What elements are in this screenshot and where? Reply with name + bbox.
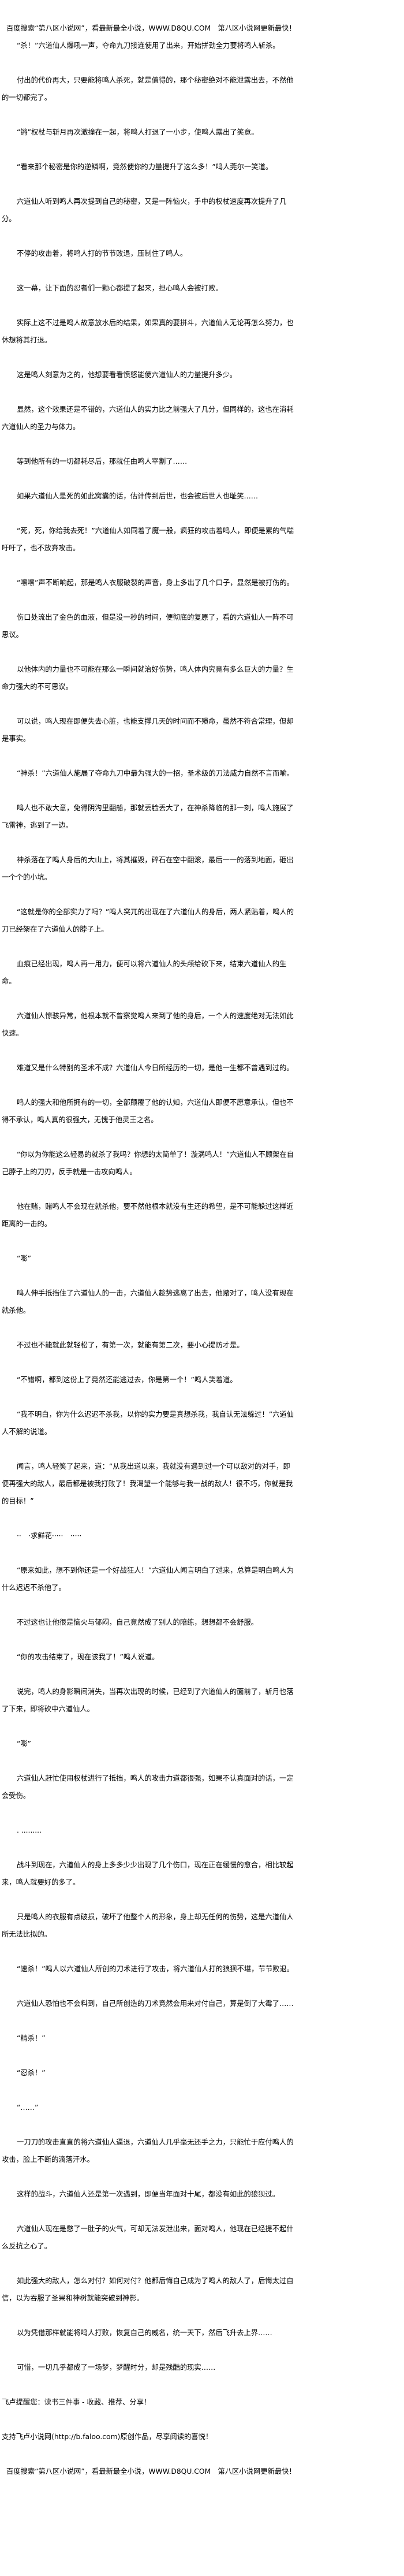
story-paragraph: 显然，这个效果还是不错的，六道仙人的实力比之前强大了几分，但同样的，这也在消耗六… bbox=[2, 405, 294, 431]
story-paragraph: 等到他所有的一切都耗尽后，那就任由鸣人宰割了…… bbox=[17, 457, 188, 466]
story-paragraph: 六道仙人惊骇异常，他根本就不曾察觉鸣人来到了他的身后，一个人的速度绝对无法如此快… bbox=[2, 1012, 294, 1037]
story-paragraph: “锵”权杖与斩月再次激撞在一起，将鸣人打退了一小步，使鸣人露出了笑意。 bbox=[17, 128, 259, 136]
story-paragraph: “不错啊，都到这份上了竟然还能逃过去，你是第一个！”鸣人笑着道。 bbox=[17, 1376, 237, 1384]
story-paragraph: “你的攻击结束了，现在该我了！”鸣人说道。 bbox=[17, 1653, 159, 1661]
story-paragraph: 如此强大的敌人，怎么对付？如何对付？他都后悔自己成为了鸣人的敌人了，后悔太过自信… bbox=[2, 2277, 294, 2302]
story-paragraph: “看来那个秘密是你的逆鳞啊，竟然使你的力量提升了这么多！”鸣人莞尔一笑道。 bbox=[17, 163, 273, 171]
chapter-page: 百度搜索“第八区小说网”，看最新最全小说，WWW.D8QU.COM 第八区小说网… bbox=[2, 20, 296, 2480]
site-banner-top: 百度搜索“第八区小说网”，看最新最全小说，WWW.D8QU.COM 第八区小说网… bbox=[6, 24, 296, 32]
story-paragraph: 可以说，鸣人现在即便失去心脏，也能支撑几天的时间而不殒命，虽然不符合常理，但却是… bbox=[2, 717, 294, 743]
site-banner-bottom: 百度搜索“第八区小说网”，看最新最全小说，WWW.D8QU.COM 第八区小说网… bbox=[6, 2467, 296, 2476]
story-paragraph: “嘭” bbox=[17, 1740, 32, 1748]
story-paragraph: “神杀！”六道仙人施展了夺命九刀中最为强大的一招，圣术级的刀法威力自然不言而喻。 bbox=[17, 769, 294, 777]
story-paragraph: “我不明白，你为什么迟迟不杀我，以你的实力要是真想杀我，我自认无法躲过！”六道仙… bbox=[2, 1410, 294, 1436]
story-paragraph: 可惜，一切几乎都成了一场梦，梦醒时分，却是残酷的现实…… bbox=[17, 2363, 216, 2372]
story-paragraph: 六道仙人恐怕也不会料到，自己所创造的刀术竟然会用来对付自己，算是倒了大霉了…… bbox=[17, 2000, 294, 2008]
reminder-note: 飞卢提醒您：读书三件事 - 收藏、推荐、分享！ bbox=[2, 2398, 151, 2406]
story-paragraph: 以为凭借那样就能将鸣人打败，恢复自己的威名，统一天下，然后飞升去上界…… bbox=[17, 2329, 272, 2337]
story-paragraph: 六道仙人现在是憋了一肚子的火气，可却无法发泄出来，面对鸣人，他现在已经提不起什么… bbox=[2, 2225, 294, 2250]
story-paragraph: “嚓嚓”声不断响起，那是鸣人衣服破裂的声音，身上多出了几个口子，显然是被打伤的。 bbox=[17, 579, 294, 587]
story-paragraph: “忍杀！” bbox=[17, 2069, 46, 2077]
story-paragraph: “死，死，你给我去死！”六道仙人如同着了魔一般，疯狂的攻击着鸣人，即便是累的气喘… bbox=[2, 527, 294, 552]
story-paragraph: 六道仙人听到鸣人再次提到自己的秘密，又是一阵恼火，手中的权杖速度再次提升了几分。 bbox=[2, 198, 287, 223]
story-paragraph: ·· ·求鲜花····· ····· bbox=[17, 1532, 82, 1540]
story-paragraph: 闻言，鸣人轻笑了起来，道：“从我出道以来，我就没有遇到过一个可以敌对的对手，即便… bbox=[2, 1462, 293, 1505]
story-paragraph: “精杀！” bbox=[17, 2034, 46, 2042]
story-paragraph: “嘭” bbox=[17, 1255, 32, 1263]
story-paragraph: “原来如此，想不到你还是一个好战狂人！”六道仙人闻言明白了过来，总算是明白鸣人为… bbox=[2, 1566, 294, 1592]
story-paragraph: 如果六道仙人是死的如此窝囊的话，估计传到后世，也会被后世人也耻笑…… bbox=[17, 492, 259, 500]
story-paragraph: 难道又是什么特别的圣术不成？六道仙人今日所经历的一切，是他一生都不曾遇到过的。 bbox=[17, 1064, 294, 1072]
story-paragraph: 不过这也让他很是恼火与郁闷，自己竟然成了别人的陪练，想想都不会舒服。 bbox=[17, 1618, 259, 1626]
story-paragraph: 一刀刀的攻击直直的将六道仙人逼退，六道仙人几乎毫无还手之力，只能忙于应付鸣人的攻… bbox=[2, 2138, 294, 2164]
story-paragraph: 六道仙人赶忙使用权杖进行了抵挡，鸣人的攻击力道都很强，如果不认真面对的话，一定会… bbox=[2, 1774, 294, 1800]
story-paragraph: 实际上这不过是鸣人故意放水后的结果，如果真的要拼斗，六道仙人无论再怎么努力，也休… bbox=[2, 319, 294, 344]
story-paragraph: 鸣人的强大和他所拥有的一切，全部颠覆了他的认知，六道仙人即便不愿意承认，但也不得… bbox=[2, 1099, 294, 1124]
story-paragraph: “……” bbox=[17, 2104, 39, 2112]
story-paragraph: 伤口处流出了金色的血液，但是没一秒的时间，便彻底的复原了，看的六道仙人一阵不可思… bbox=[2, 613, 294, 639]
story-paragraph: “你以为你能这么轻易的就杀了我吗？你想的太简单了！漩涡鸣人！”六道仙人不顾架在自… bbox=[2, 1151, 294, 1176]
story-paragraph: 付出的代价再大，只要能将鸣人杀死，就是值得的，那个秘密绝对不能泄露出去，不然他的… bbox=[2, 76, 294, 102]
story-paragraph: . ......... bbox=[17, 1826, 42, 1834]
story-paragraph: 战斗到现在，六道仙人的身上多多少少出现了几个伤口，现在正在缓慢的愈合，相比较起来… bbox=[2, 1861, 294, 1886]
story-paragraph: 不停的攻击着，将鸣人打的节节败退，压制住了鸣人。 bbox=[17, 250, 188, 258]
story-paragraph: 这样的战斗，六道仙人还是第一次遇到，即便当年面对十尾，都没有如此的狼狈过。 bbox=[17, 2190, 279, 2198]
story-paragraph: “速杀！”鸣人以六道仙人所创的刀术进行了攻击，将六道仙人打的狼狈不堪，节节败退。 bbox=[17, 1965, 294, 1973]
story-paragraph: 这一幕，让下面的忍者们一颗心都提了起来，担心鸣人会被打败。 bbox=[17, 284, 223, 292]
story-paragraph: 鸣人也不敢大意，免得阴沟里翻船，那就丢脸丢大了，在神杀降临的那一刻，鸣人施展了飞… bbox=[2, 804, 294, 829]
story-paragraph: 他在赌，赌鸣人不会现在就杀他，要不然他根本就没有生还的希望，是不可能躲过这样近距… bbox=[2, 1203, 294, 1228]
story-paragraph: “杀！”六道仙人爆吼一声，夺命九刀接连使用了出来，开始拼劲全力要将鸣人斩杀。 bbox=[17, 42, 280, 50]
story-paragraph: 血痕已经出现，鸣人再一用力，便可以将六道仙人的头颅给砍下来，结束六道仙人的生命。 bbox=[2, 960, 287, 985]
story-paragraph: 不过也不能就此就轻松了，有第一次，就能有第二次，要小心提防才是。 bbox=[17, 1341, 244, 1349]
chapter-body: “杀！”六道仙人爆吼一声，夺命九刀接连使用了出来，开始拼劲全力要将鸣人斩杀。付出… bbox=[2, 37, 295, 2376]
story-paragraph: 神杀落在了鸣人身后的大山上，将其摧毁，碎石在空中翻滚，最后一一的落到地面，砸出一… bbox=[2, 856, 294, 881]
story-paragraph: “这就是你的全部实力了吗？”鸣人突兀的出现在了六道仙人的身后，两人紧贴着，鸣人的… bbox=[2, 908, 294, 933]
story-paragraph: 这是鸣人刻意为之的，他想要看看愤怒能使六道仙人的力量提升多少。 bbox=[17, 371, 237, 379]
story-paragraph: 以他体内的力量也不可能在那么一瞬间就治好伤势，鸣人体内究竟有多么巨大的力量？生命… bbox=[2, 665, 294, 691]
story-paragraph: 只是鸣人的衣服有点破损，破坏了他整个人的形象，身上却无任何的伤势，这是六道仙人所… bbox=[2, 1913, 294, 1938]
story-paragraph: 说完，鸣人的身影瞬间消失，当再次出现的时候，已经到了六道仙人的面前了，斩月也落了… bbox=[2, 1688, 294, 1713]
support-note: 支持飞卢小说网(http://b.faloo.com)原创作品，尽享阅读的喜悦！ bbox=[2, 2433, 213, 2441]
story-paragraph: 鸣人伸手抵挡住了六道仙人的一击，六道仙人趁势逃离了出去，他赌对了，鸣人没有现在就… bbox=[2, 1289, 294, 1315]
